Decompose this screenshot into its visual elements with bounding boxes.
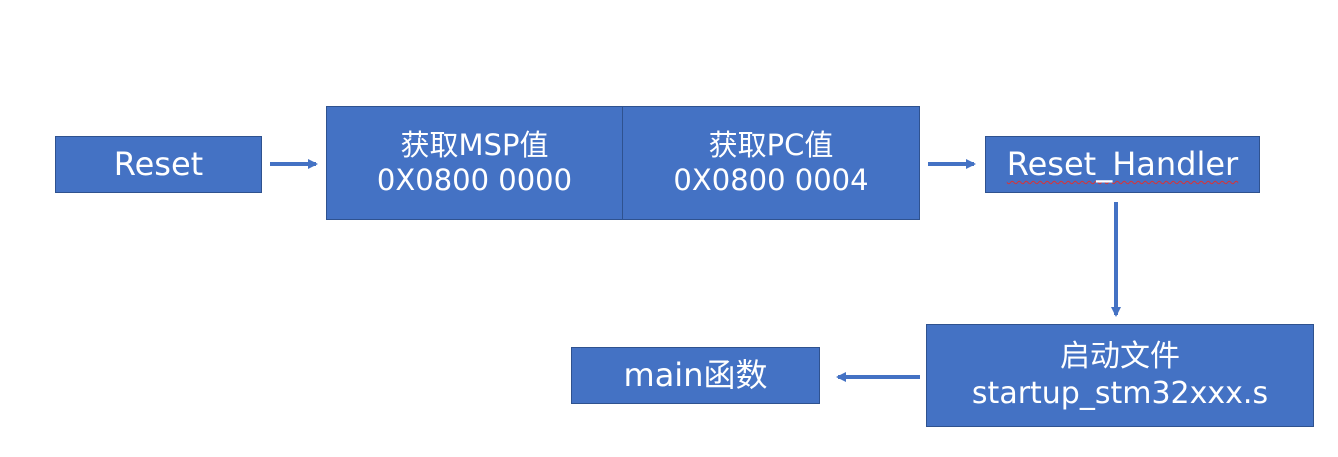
reset-handler-label: Reset_Handler — [1006, 144, 1239, 183]
reset-handler-node: Reset_Handler — [985, 136, 1260, 193]
startup-file-node: 启动文件 startup_stm32xxx.s — [926, 324, 1314, 427]
get-msp-address: 0X0800 0000 — [376, 163, 573, 197]
get-pc-address: 0X0800 0004 — [673, 163, 869, 197]
get-msp-node: 获取MSP值 0X0800 0000 — [326, 106, 623, 220]
main-function-label: main函数 — [623, 355, 768, 394]
reset-label: Reset — [113, 144, 204, 183]
get-pc-title: 获取PC值 — [708, 127, 834, 162]
get-pc-node: 获取PC值 0X0800 0004 — [622, 106, 920, 220]
startup-file-name: startup_stm32xxx.s — [971, 375, 1269, 411]
main-function-node: main函数 — [571, 347, 820, 404]
startup-file-title: 启动文件 — [1060, 338, 1180, 374]
get-msp-title: 获取MSP值 — [400, 127, 549, 162]
reset-node: Reset — [55, 136, 262, 193]
